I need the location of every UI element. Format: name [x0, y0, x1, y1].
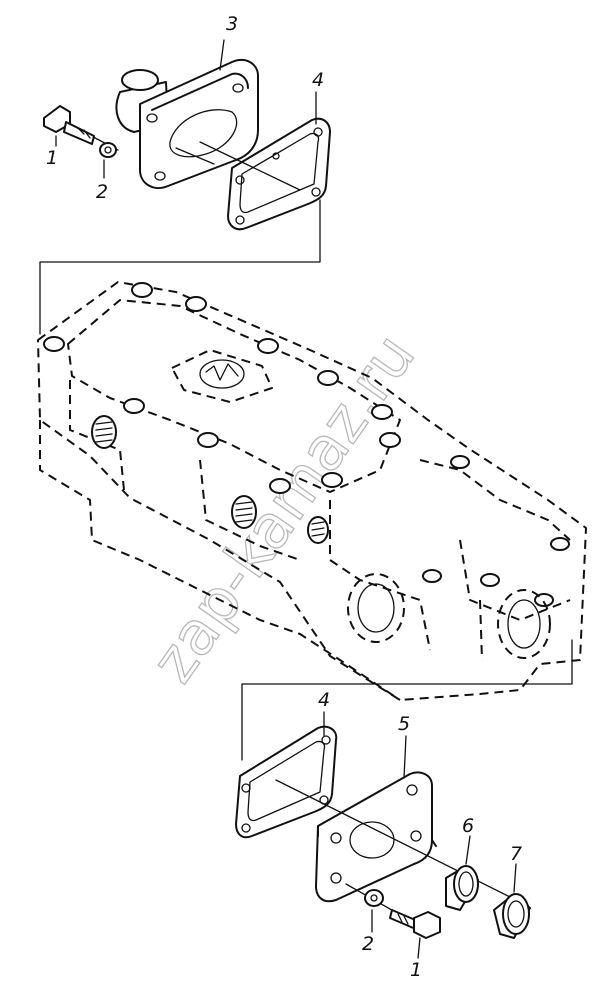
assembly-axis-top	[199, 141, 301, 191]
callout-2-top: 2	[96, 181, 108, 203]
leader-6	[465, 835, 471, 865]
part-6-sleeve	[445, 865, 479, 911]
connector-line-top	[39, 199, 321, 335]
leader-1-bottom	[417, 937, 421, 959]
callout-2-bottom: 2	[362, 933, 374, 955]
part-4-gasket-bottom	[235, 725, 338, 839]
callout-3: 3	[226, 13, 238, 35]
leader-7	[513, 863, 517, 893]
part-2-washer-bottom	[364, 889, 384, 907]
part-2-washer-top	[99, 142, 117, 158]
callout-1-bottom: 1	[410, 959, 422, 981]
part-1-bolt-bottom	[389, 909, 441, 939]
callout-4-top: 4	[312, 69, 324, 91]
callout-4-bottom: 4	[318, 689, 330, 711]
part-4-gasket-top	[227, 117, 331, 231]
part-1-bolt-top	[43, 105, 95, 145]
leader-5	[403, 735, 407, 779]
assembly-axis-bottom	[275, 779, 521, 903]
leader-3	[219, 39, 225, 71]
emblem-plate	[199, 359, 245, 389]
large-bore-openings	[347, 573, 551, 659]
housing-bolt-heads	[43, 282, 570, 607]
callout-5: 5	[398, 713, 410, 735]
part-7-seal	[493, 893, 531, 939]
callout-6: 6	[462, 815, 474, 837]
threaded-ports	[91, 415, 329, 544]
callout-1-top: 1	[46, 147, 58, 169]
callout-7: 7	[510, 843, 522, 865]
part-5-cover-plate	[315, 771, 437, 903]
connector-line-bottom	[241, 639, 573, 761]
